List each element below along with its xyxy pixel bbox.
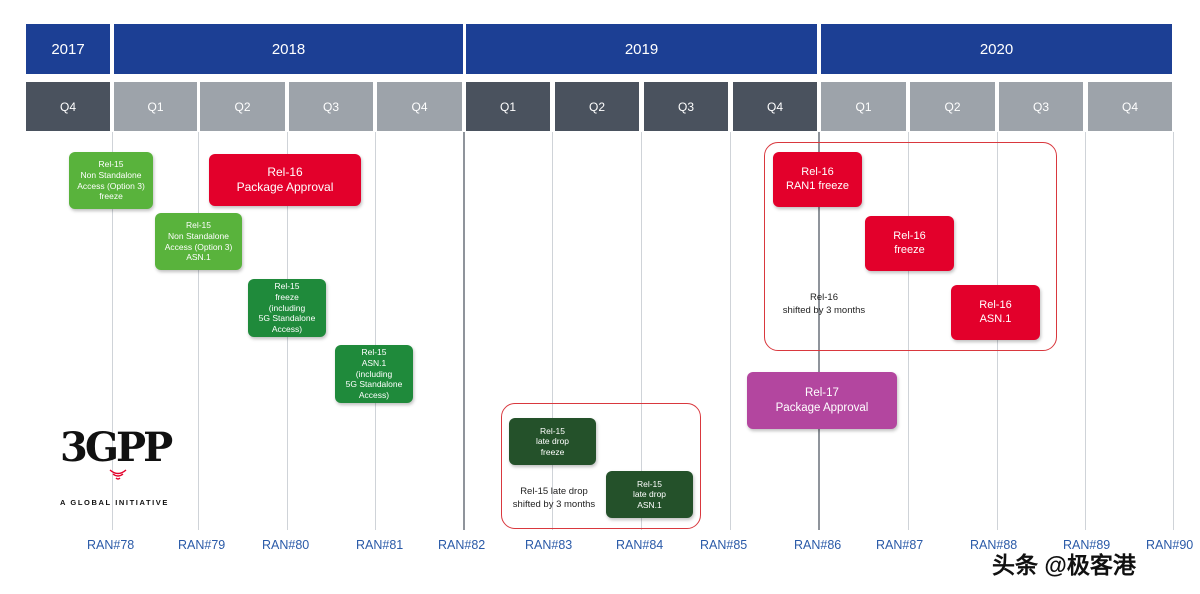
- ran-meeting-79: RAN#79: [178, 538, 226, 552]
- grid-line: [1085, 132, 1086, 530]
- grid-line: [198, 132, 199, 530]
- milestone-rel15-freeze: Rel-15 freeze (including 5G Standalone A…: [248, 279, 326, 337]
- quarter-2018-q1: Q1: [114, 82, 197, 131]
- year-2020: 2020: [821, 24, 1172, 74]
- grid-line: [375, 132, 376, 530]
- ran-meeting-88: RAN#88: [970, 538, 1018, 552]
- 3gpp-tagline: A GLOBAL INITIATIVE: [60, 498, 170, 507]
- quarter-2020-q1: Q1: [821, 82, 906, 131]
- quarter-2019-q3: Q3: [644, 82, 728, 131]
- quarter-2018-q3: Q3: [289, 82, 373, 131]
- quarter-2018-q2: Q2: [200, 82, 285, 131]
- milestone-rel16-freeze: Rel-16 freeze: [865, 216, 954, 271]
- milestone-rel15-late-drop-asn1: Rel-15 late drop ASN.1: [606, 471, 693, 518]
- grid-line: [730, 132, 731, 530]
- milestone-rel15-late-drop-freeze: Rel-15 late drop freeze: [509, 418, 596, 465]
- year-2017: 2017: [26, 24, 110, 74]
- milestone-rel17-package-approval: Rel-17 Package Approval: [747, 372, 897, 429]
- quarter-2017-q4: Q4: [26, 82, 110, 131]
- ran-meeting-89: RAN#89: [1063, 538, 1111, 552]
- grid-line: [1173, 132, 1174, 530]
- milestone-rel16-package-approval: Rel-16 Package Approval: [209, 154, 361, 206]
- signal-waves-icon: [109, 469, 127, 480]
- ran-meeting-81: RAN#81: [356, 538, 404, 552]
- ran-meeting-86: RAN#86: [794, 538, 842, 552]
- grid-line-year: [818, 132, 820, 530]
- watermark: 头条 @极客港: [992, 552, 1136, 578]
- year-2018: 2018: [114, 24, 463, 74]
- grid-line: [641, 132, 642, 530]
- quarter-2018-q4: Q4: [377, 82, 462, 131]
- note-rel15-late-drop-shift: Rel-15 late drop shifted by 3 months: [512, 486, 596, 510]
- milestone-rel15-nsa-asn1: Rel-15 Non Standalone Access (Option 3) …: [155, 213, 242, 270]
- milestone-rel15-asn1: Rel-15 ASN.1 (including 5G Standalone Ac…: [335, 345, 413, 403]
- ran-meeting-85: RAN#85: [700, 538, 748, 552]
- quarter-2020-q4: Q4: [1088, 82, 1172, 131]
- ran-meeting-78: RAN#78: [87, 538, 135, 552]
- 3gpp-logo: 3GPP A GLOBAL INITIATIVE: [58, 420, 198, 512]
- grid-line: [908, 132, 909, 530]
- grid-line-year: [463, 132, 465, 530]
- milestone-rel16-ran1-freeze: Rel-16 RAN1 freeze: [773, 152, 862, 207]
- quarter-2019-q1: Q1: [466, 82, 550, 131]
- grid-line: [112, 132, 113, 530]
- quarter-2020-q3: Q3: [999, 82, 1083, 131]
- ran-meeting-83: RAN#83: [525, 538, 573, 552]
- milestone-rel16-asn1: Rel-16 ASN.1: [951, 285, 1040, 340]
- ran-meeting-80: RAN#80: [262, 538, 310, 552]
- 3gpp-logo-text: 3GPP: [60, 424, 173, 471]
- quarter-2019-q2: Q2: [555, 82, 639, 131]
- ran-meeting-82: RAN#82: [438, 538, 486, 552]
- quarter-2020-q2: Q2: [910, 82, 995, 131]
- quarter-2019-q4: Q4: [733, 82, 817, 131]
- ran-meeting-87: RAN#87: [876, 538, 924, 552]
- note-rel16-shift: Rel-16 shifted by 3 months: [782, 292, 866, 316]
- rel16-group: [764, 142, 1057, 351]
- rel15-late-drop-group: [501, 403, 701, 529]
- ran-meeting-90: RAN#90: [1146, 538, 1194, 552]
- year-2019: 2019: [466, 24, 817, 74]
- ran-meeting-84: RAN#84: [616, 538, 664, 552]
- grid-line: [552, 132, 553, 530]
- milestone-rel15-nsa-freeze: Rel-15 Non Standalone Access (Option 3) …: [69, 152, 153, 209]
